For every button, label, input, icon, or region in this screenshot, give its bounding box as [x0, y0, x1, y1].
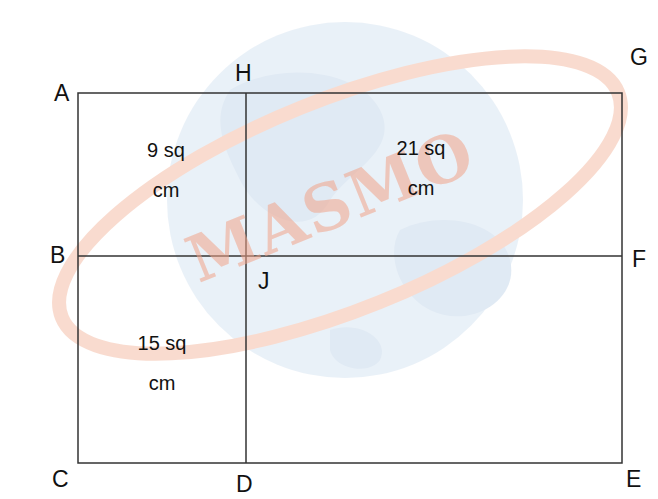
area-region: 21 sq cm [391, 128, 451, 208]
vertex-label: F [632, 246, 646, 272]
vertex-label: G [630, 44, 648, 70]
area-region: 9 sq cm [136, 130, 196, 210]
vertex-label: A [54, 80, 69, 106]
area-value: 15 sq cm [132, 323, 192, 403]
vertex-label: H [235, 60, 252, 86]
vertex-label: E [626, 466, 641, 492]
vertex-label: B [50, 242, 65, 268]
area-value: 9 sq cm [136, 130, 196, 210]
vertex-label: J [258, 268, 270, 294]
rectangle-figure [78, 93, 622, 463]
vertex-label: D [236, 471, 253, 497]
globe-watermark [23, 0, 658, 415]
area-region: 15 sq cm [132, 323, 192, 403]
area-value: 21 sq cm [391, 128, 451, 208]
vertex-label: C [52, 466, 69, 492]
